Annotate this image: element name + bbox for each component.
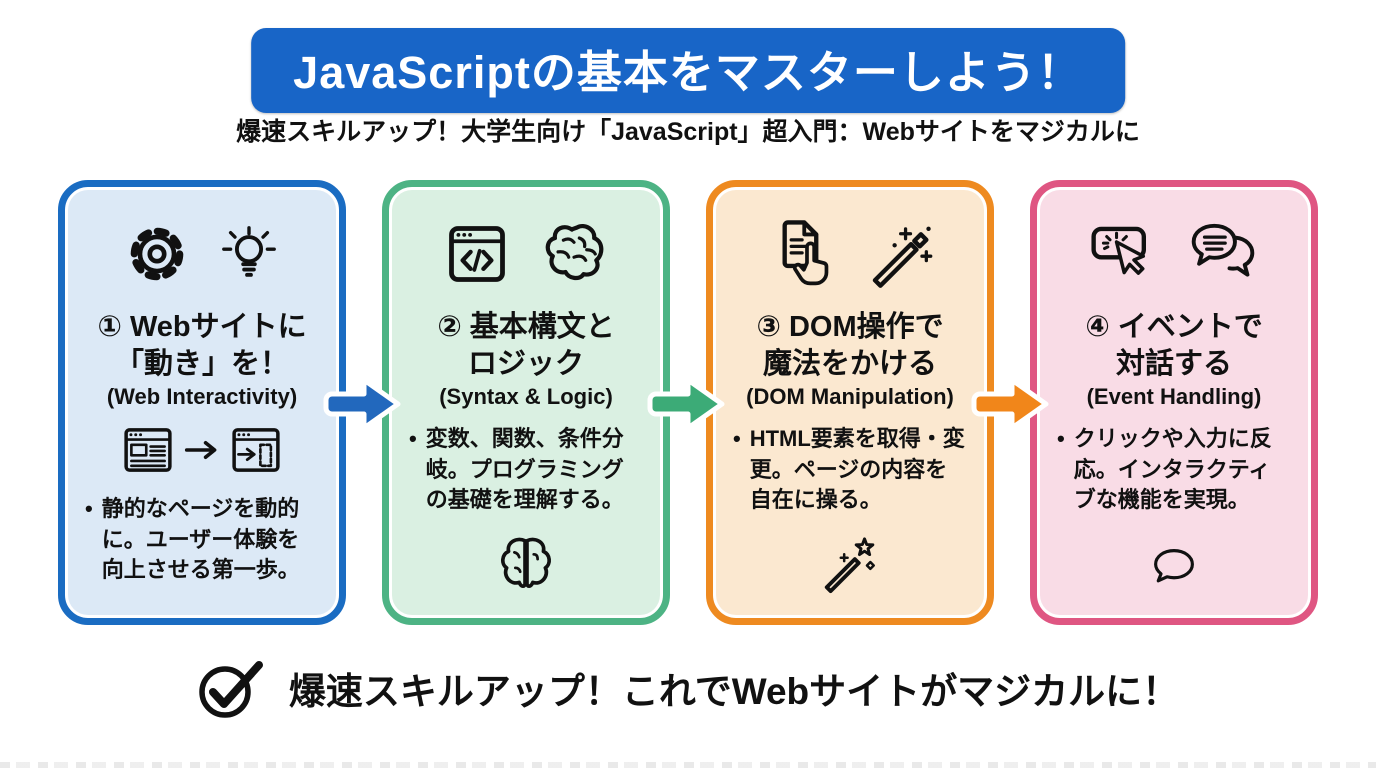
card1-title-line2: 「動き」を！ (114, 347, 289, 380)
card4-bullet: • クリックや入力に反応。インタラクティブな機能を実現。 (1049, 424, 1299, 515)
document-click-icon (782, 220, 829, 286)
magic-wand-star-icon (824, 537, 875, 594)
cropped-text-strip (0, 762, 1376, 768)
card3-title: ③ DOM操作で 魔法をかける (756, 309, 943, 382)
page-title: JavaScriptの基本をマスターしよう！ (251, 28, 1125, 113)
arrow-right-icon (184, 441, 217, 460)
magic-wand-icon (872, 226, 933, 288)
check-circle-icon (199, 661, 263, 718)
flow-arrow-3 (971, 377, 1049, 431)
card-dom-manipulation: ③ DOM操作で 魔法をかける (DOM Manipulation) • HTM… (706, 180, 994, 625)
page-subtitle: 爆速スキルアップ！大学生向け「JavaScript」超入門：Webサイトをマジカ… (236, 118, 1140, 146)
card4-bullet-text: クリックや入力に反応。インタラクティブな機能を実現。 (1073, 426, 1272, 513)
card3-title-line2: 魔法をかける (762, 347, 937, 380)
card-web-interactivity: ① Webサイトに 「動き」を！ (Web Interactivity) (58, 180, 346, 625)
card2-subtitle-en: (Syntax & Logic) (439, 384, 613, 410)
card4-bottom-icon-wrap (1146, 543, 1202, 600)
steps-row: ① Webサイトに 「動き」を！ (Web Interactivity) (58, 180, 1318, 625)
chat-bubbles-icon (1191, 223, 1255, 277)
card3-subtitle-en: (DOM Manipulation) (746, 384, 954, 410)
card1-bullet-text: 静的なページを動的に。ユーザー体験を向上させる第一歩。 (101, 496, 300, 583)
card1-title-line1: ① Webサイトに (97, 311, 307, 343)
bullet-marker: • (733, 426, 741, 452)
dynamic-page-icon (232, 428, 280, 473)
card2-bottom-icon-wrap (495, 533, 557, 600)
footer-banner: 爆速スキルアップ！これでWebサイトがマジカルに！ (0, 656, 1376, 720)
card4-top-icons (1087, 215, 1261, 293)
flow-arrow-2 (647, 377, 725, 431)
card3-bullet: • HTML要素を取得・変更。ページの内容を自在に操る。 (725, 424, 975, 515)
card1-subtitle-en: (Web Interactivity) (106, 384, 298, 410)
card2-title-line2: ロジック (467, 347, 584, 380)
card1-title: ① Webサイトに 「動き」を！ (97, 309, 306, 382)
brain-icon (545, 223, 604, 281)
card4-subtitle-en: (Event Handling) (1086, 384, 1262, 410)
card4-title-line2: 対話する (1115, 347, 1232, 380)
speech-bubble-icon (1154, 549, 1194, 583)
card3-title-line1: ③ DOM操作で (756, 311, 944, 343)
lightbulb-icon (222, 226, 276, 277)
card4-title-line1: ④ イベントで (1085, 311, 1263, 343)
card1-mid-icons (120, 420, 284, 480)
card4-title: ④ イベントで 対話する (1085, 309, 1263, 382)
bullet-marker: • (409, 426, 417, 452)
card1-top-icons (124, 215, 280, 293)
bullet-marker: • (1057, 426, 1065, 452)
card2-title: ② 基本構文と ロジック (437, 309, 615, 382)
code-window-icon (449, 226, 505, 282)
card3-bottom-icon-wrap (819, 533, 881, 600)
card-syntax-logic: ② 基本構文と ロジック (Syntax & Logic) • 変数、関数、条件… (382, 180, 670, 625)
gear-icon (130, 227, 184, 281)
brain-lobes-icon (501, 537, 551, 588)
card3-top-icons (766, 215, 934, 293)
card2-bullet: • 変数、関数、条件分岐。プログラミングの基礎を理解する。 (401, 424, 651, 515)
footer-text: 爆速スキルアップ！これでWebサイトがマジカルに！ (288, 671, 1180, 712)
button-click-icon (1091, 226, 1146, 275)
card-event-handling: ④ イベントで 対話する (Event Handling) • クリックや入力に… (1030, 180, 1318, 625)
card1-bullet: • 静的なページを動的に。ユーザー体験を向上させる第一歩。 (77, 494, 327, 585)
bullet-marker: • (85, 496, 93, 522)
flow-arrow-1 (323, 377, 401, 431)
static-page-icon (124, 428, 172, 473)
card3-bullet-text: HTML要素を取得・変更。ページの内容を自在に操る。 (749, 426, 965, 513)
card2-title-line1: ② 基本構文と (437, 311, 615, 343)
card2-bullet-text: 変数、関数、条件分岐。プログラミングの基礎を理解する。 (425, 426, 624, 513)
card2-top-icons (443, 215, 609, 293)
